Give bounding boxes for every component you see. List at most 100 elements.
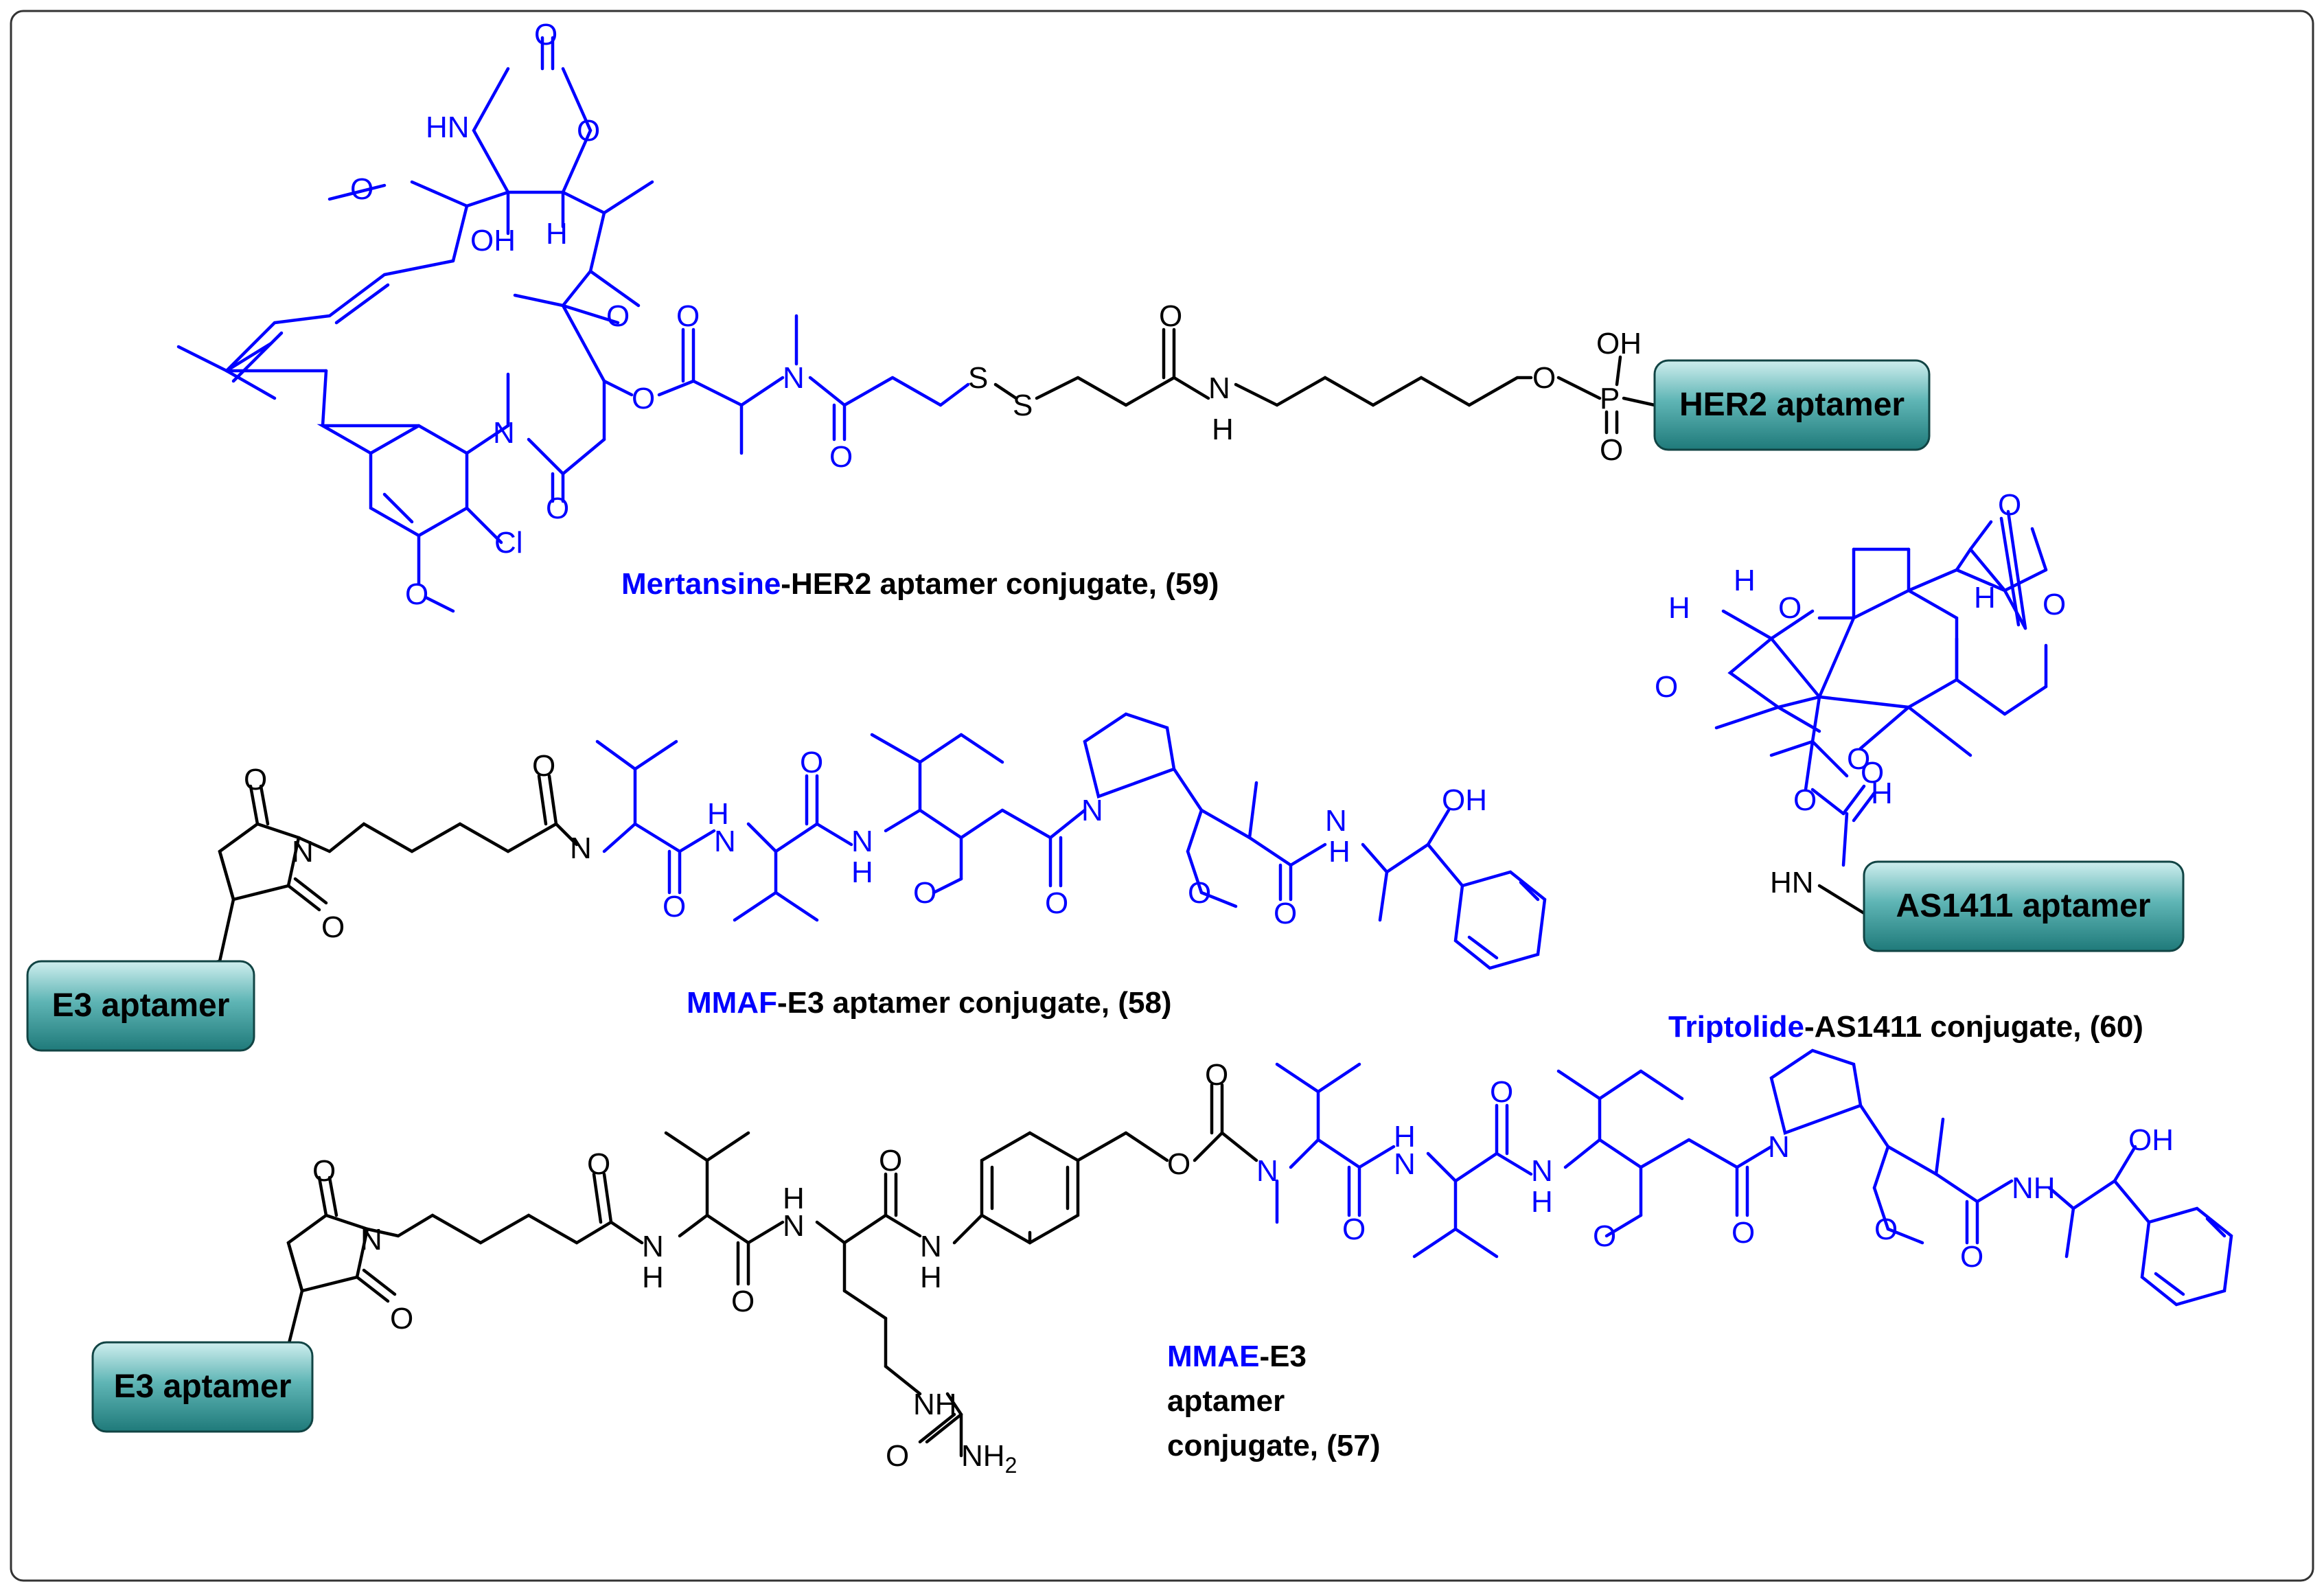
caption-58: MMAF-E3 aptamer conjugate, (58) <box>687 986 1172 1020</box>
as1411-aptamer-label: AS1411 aptamer <box>1896 888 2151 924</box>
atom-o-58-methoxy: O <box>913 876 936 910</box>
mertansine-structure <box>176 36 970 613</box>
atom-s2: S <box>1013 389 1033 422</box>
atom-o-ring: O <box>577 114 600 148</box>
atom-o-urea: O <box>886 1439 909 1473</box>
caption-60: Triptolide-AS1411 conjugate, (60) <box>1668 1010 2143 1044</box>
atom-o-58-4: O <box>1274 897 1297 930</box>
atom-oh: OH <box>470 224 516 257</box>
atom-n-succ-57: N <box>360 1223 382 1257</box>
atom-o-succ-2: O <box>321 910 345 944</box>
atom-nh2-urea: NH2 <box>961 1439 1017 1478</box>
mmaf-atoms: O N O O N O H N O N H O O N O O N H OH <box>244 746 1487 944</box>
atom-n-58-2: N <box>851 825 873 858</box>
atom-n-methyl-58: N <box>570 831 592 865</box>
atom-n-58-1: N <box>714 825 736 858</box>
atom-o-succ-57-2: O <box>390 1302 413 1335</box>
caption-60-drug: Triptolide <box>1668 1010 1804 1044</box>
atom-n-pyrrolidine-57: N <box>1768 1130 1790 1164</box>
caption-57-drug: MMAE <box>1167 1340 1259 1373</box>
mmaf-linker <box>176 774 579 970</box>
atom-o-cit: O <box>879 1144 902 1178</box>
atom-n-amide: N <box>493 416 515 450</box>
atom-n-methyl-57: N <box>1256 1154 1278 1188</box>
atom-n-val: N <box>642 1230 664 1263</box>
mertansine-linker <box>993 328 1657 435</box>
atom-nh2-sub: 2 <box>1005 1453 1017 1478</box>
her2-aptamer-badge: HER2 aptamer <box>1653 359 1931 451</box>
caption-57-line3: conjugate, (57) <box>1167 1429 1381 1462</box>
as1411-aptamer-badge: AS1411 aptamer <box>1863 860 2185 952</box>
atom-n-methyl: N <box>783 361 805 395</box>
atom-o-57-1: O <box>1342 1213 1366 1246</box>
atom-oh-57: OH <box>2128 1123 2174 1157</box>
atom-oh-p: OH <box>1596 327 1642 360</box>
atom-hn-58: H <box>707 797 729 831</box>
atom-o-amide: O <box>546 492 569 525</box>
atom-h-ring: H <box>546 217 568 251</box>
caption-57-line1: MMAE-E3 <box>1167 1340 1307 1373</box>
atom-o-epoxide-2: O <box>1655 670 1678 704</box>
atom-o-lactone-ring: O <box>2043 588 2066 621</box>
atom-h-val: H <box>642 1261 664 1294</box>
mmae-linker <box>245 1083 1258 1458</box>
atom-n-58-3: N <box>1325 804 1347 838</box>
atom-n-pab: N <box>920 1230 942 1263</box>
atom-n-succ: N <box>292 835 314 869</box>
atom-h-tl2: H <box>1734 564 1756 597</box>
atom-o-linker-58: O <box>532 749 555 783</box>
atom-o-amide-2: O <box>829 440 853 474</box>
atom-h-tl3: H <box>1974 581 1996 615</box>
atom-o-carbonyl: O <box>534 18 557 51</box>
linker-atoms-59: S S O N H O P OH O <box>968 299 1642 467</box>
triptolide-linker <box>1817 884 1866 915</box>
atom-h-tl1: H <box>1668 591 1690 625</box>
atom-o-57-2: O <box>1490 1075 1513 1109</box>
atom-s1: S <box>968 361 988 395</box>
atom-o-58-methoxy-2: O <box>1188 876 1211 910</box>
atom-o-carbamate-co-57: O <box>1205 1058 1228 1092</box>
mmae-structure <box>1275 1048 2233 1307</box>
triptolide-atoms: O O H H O H O O H O O <box>1655 488 2066 817</box>
atom-h-58-2: H <box>851 856 873 889</box>
atom-o-carbamate-co: O <box>1861 756 1884 790</box>
figure-frame <box>10 10 2314 1582</box>
atom-o-val: O <box>731 1285 755 1318</box>
atom-cl: Cl <box>494 526 523 560</box>
caption-57-rest: -E3 <box>1259 1340 1306 1373</box>
atom-o-57-4: O <box>1960 1240 1983 1274</box>
atom-o-58-1: O <box>663 890 686 923</box>
caption-58-drug: MMAF <box>687 986 777 1020</box>
atom-o-aryl-methoxy: O <box>405 577 428 611</box>
e3-aptamer-top-label: E3 aptamer <box>52 987 230 1024</box>
atom-h-57-2: H <box>1531 1185 1553 1219</box>
mmae-atoms: O N O O N H O H N O N H NH O NH2 O O N O… <box>312 1058 2174 1478</box>
atom-o-epoxide-1: O <box>1778 591 1802 625</box>
caption-59: Mertansine-HER2 aptamer conjugate, (59) <box>621 567 1219 601</box>
atom-oh-58: OH <box>1442 783 1487 817</box>
atom-hn-triptolide: HN <box>1770 866 1814 899</box>
atom-o-ester: O <box>632 382 655 415</box>
caption-57-line2: aptamer <box>1167 1384 1285 1418</box>
caption-59-drug: Mertansine <box>621 567 781 601</box>
atom-o-ester-carbonyl: O <box>676 299 700 333</box>
atom-h-pab: H <box>920 1261 942 1294</box>
atom-nh-urea: NH <box>913 1388 957 1421</box>
atom-o-57-3: O <box>1732 1216 1755 1250</box>
atom-n-57-2: N <box>1531 1154 1553 1188</box>
caption-60-rest: -AS1411 conjugate, (60) <box>1804 1010 2143 1044</box>
atom-o-57-methoxy-2: O <box>1874 1213 1898 1246</box>
atom-o-succ-57-1: O <box>312 1154 336 1188</box>
atom-o-linker-carbonyl: O <box>1159 299 1182 333</box>
mmaf-structure <box>595 712 1547 970</box>
atom-n-linker: N <box>1208 371 1230 405</box>
mertansine-atoms: O HN O O OH H O N O Cl O O O N O <box>350 18 853 611</box>
atom-h-cit: H <box>783 1182 805 1215</box>
atom-o-methoxy: O <box>350 172 373 206</box>
atom-nh-57: NH <box>2012 1171 2056 1205</box>
e3-aptamer-badge-top: E3 aptamer <box>26 960 255 1052</box>
atom-n-pyrrolidine-58: N <box>1081 794 1103 827</box>
atom-o-linker-57: O <box>587 1147 610 1181</box>
